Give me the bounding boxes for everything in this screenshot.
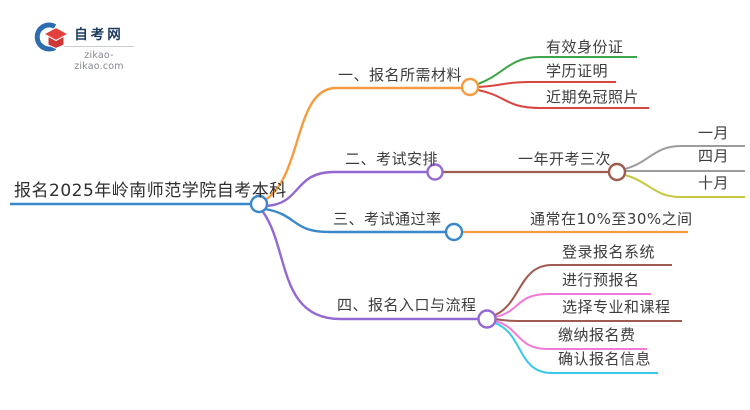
connector-login-system (494, 264, 672, 316)
connector-branch-registration-process (262, 211, 479, 321)
circle-registration-process (477, 309, 497, 329)
node-pay-fee: 缴纳报名费 (558, 326, 636, 344)
connector-photo (477, 89, 649, 109)
node-exam-schedule: 二、考试安排 (345, 150, 439, 168)
logo-title: 自考网 (64, 23, 134, 47)
node-april: 四月 (698, 147, 730, 165)
site-logo: 自考网 zikao-zikao.com (30, 20, 150, 72)
node-january: 一月 (698, 124, 730, 142)
connector-branch-materials (264, 86, 462, 202)
node-rate-range: 通常在10%至30%之间 (530, 210, 693, 228)
connector-choose-major (494, 318, 682, 322)
connector-branch-pass-rate (264, 207, 446, 234)
logo-domain: zikao-zikao.com (74, 50, 124, 72)
connector-january (624, 145, 745, 170)
connector-pay-fee (494, 320, 647, 350)
node-october: 十月 (698, 174, 730, 192)
node-choose-major: 选择专业和课程 (562, 298, 671, 316)
node-photo: 近期免冠照片 (546, 88, 640, 106)
node-three-exams: 一年开考三次 (518, 150, 612, 168)
connector-confirm-info (494, 322, 658, 374)
connector-education-cert (477, 81, 616, 88)
node-circles (249, 77, 627, 329)
circle-pass-rate (444, 222, 464, 242)
node-confirm-info: 确认报名信息 (558, 350, 652, 368)
connector-branch-exam-schedule (265, 170, 427, 208)
connector-valid-id (477, 56, 637, 85)
logo-text-block: 自考网 zikao-zikao.com (64, 23, 134, 72)
node-pass-rate: 三、考试通过率 (333, 210, 442, 228)
circle-exam-schedule (426, 163, 444, 181)
node-valid-id: 有效身份证 (546, 38, 624, 56)
node-root: 报名2025年岭南师范学院自考本科 (14, 181, 287, 201)
connector-lines (10, 56, 745, 374)
circle-three-exams (607, 162, 627, 182)
connector-october (624, 174, 745, 198)
node-registration-process: 四、报名入口与流程 (337, 296, 477, 314)
connector-pre-registration (494, 293, 651, 318)
circle-root (249, 194, 269, 214)
graduation-cap-icon (34, 22, 70, 52)
node-materials: 一、报名所需材料 (338, 66, 463, 84)
circle-materials (460, 77, 480, 97)
node-pre-registration: 进行预报名 (562, 271, 640, 289)
node-education-cert: 学历证明 (546, 62, 609, 80)
node-login-system: 登录报名系统 (562, 243, 656, 261)
